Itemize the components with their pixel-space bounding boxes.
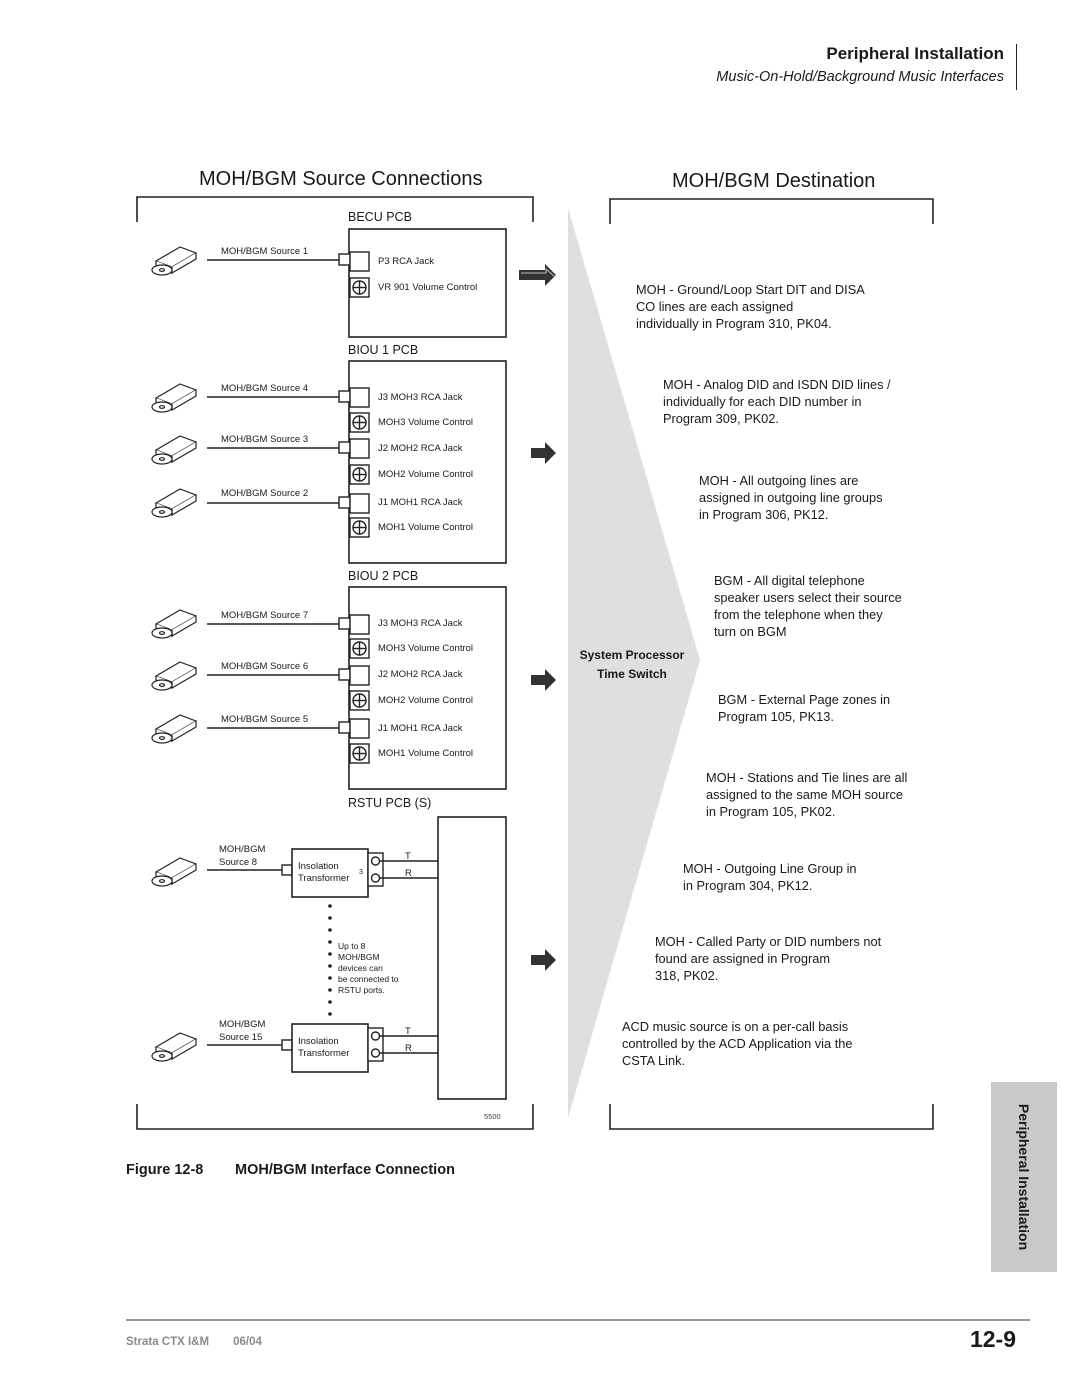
destination-item: MOH - Outgoing Line Group in in Program … (683, 861, 857, 893)
section-subtitle: Music-On-Hold/Background Music Interface… (716, 69, 1004, 85)
volume-label: MOH2 Volume Control (378, 695, 474, 706)
jack-label: J3 MOH3 RCA Jack (378, 392, 463, 403)
section-title: Peripheral Installation (826, 44, 1004, 63)
transformer-label: Insolation (298, 1036, 339, 1047)
jack-label: J2 MOH2 RCA Jack (378, 443, 463, 454)
system-processor-label: System Processor Time Switch (579, 648, 685, 681)
dest-bracket-bottom (609, 1104, 934, 1130)
time-switch-funnel (568, 208, 700, 1118)
volume-label: VR 901 Volume Control (378, 282, 478, 293)
becu-pcb-box (348, 228, 507, 338)
header-rule (1016, 44, 1017, 90)
figure-title: MOH/BGM Interface Connection (235, 1162, 455, 1178)
source-label: MOH/BGM Source 3 (221, 434, 309, 445)
transformer-box-8 (291, 848, 369, 898)
source-label: MOH/BGM Source 5 (221, 714, 309, 725)
volume-label: MOH3 Volume Control (378, 643, 474, 654)
volume-label: MOH2 Volume Control (378, 469, 474, 480)
page-number: 12-9 (969, 1326, 1016, 1352)
rstu-pcb-title: RSTU PCB (S) (348, 796, 432, 810)
source-label: MOH/BGM Source 7 (221, 610, 309, 621)
biou2-pcb-title: BIOU 2 PCB (348, 569, 419, 583)
ring-label: R (405, 868, 412, 879)
volume-label: MOH1 Volume Control (378, 522, 474, 533)
tip-label: T (405, 1026, 411, 1037)
jack-label: J1 MOH1 RCA Jack (378, 497, 463, 508)
biou2-pcb-box (348, 586, 507, 790)
arrow-icon (531, 669, 556, 691)
biou1-pcb-box (348, 360, 507, 564)
figure-caption: Figure 12-8 MOH/BGM Interface Connection (126, 1162, 455, 1178)
rstu-note: Up to 8 MOH/BGM devices can be connected… (338, 941, 399, 995)
jack-label: J1 MOH1 RCA Jack (378, 723, 463, 734)
transformer-label: Transformer (298, 1048, 350, 1059)
transformer-box-15 (291, 1023, 369, 1073)
footer-date: 06/04 (233, 1336, 262, 1348)
source-label: MOH/BGM Source 4 (221, 383, 309, 394)
jack-label: J3 MOH3 RCA Jack (378, 618, 463, 629)
ring-label: R (405, 1043, 412, 1054)
destination-item: BGM - All digital telephone speaker user… (714, 573, 902, 639)
rstu-pcb-box (437, 816, 507, 1100)
jack-label: J2 MOH2 RCA Jack (378, 669, 463, 680)
destination-item: MOH - All outgoing lines are assigned in… (699, 473, 883, 522)
source-label: Source 8 (219, 857, 258, 868)
destination-item: MOH - Stations and Tie lines are all ass… (706, 770, 908, 819)
source-label: Source 15 (219, 1032, 263, 1043)
destination-item: MOH - Called Party or DID numbers not fo… (655, 934, 882, 983)
arrow-icon (531, 442, 556, 464)
volume-knob-icon (349, 277, 370, 764)
footer-rule (126, 1319, 1030, 1321)
biou1-pcb-title: BIOU 1 PCB (348, 343, 419, 357)
source-bracket-bottom (136, 1104, 534, 1130)
volume-label: MOH3 Volume Control (378, 417, 474, 428)
source-label: MOH/BGM Source 6 (221, 661, 309, 672)
footer-doc-title: Strata CTX I&M (126, 1336, 210, 1348)
source-bracket-top (136, 196, 534, 222)
figure-number: Figure 12-8 (126, 1162, 204, 1178)
arrow-icon (531, 949, 556, 971)
chapter-side-tab-label: Peripheral Installation (1016, 1103, 1032, 1251)
source-label: MOH/BGM (219, 844, 266, 855)
transformer-label: Transformer (298, 873, 350, 884)
chapter-side-tab[interactable]: Peripheral Installation (991, 1082, 1057, 1272)
destination-title: MOH/BGM Destination (672, 170, 876, 192)
destination-item: BGM - External Page zones in Program 105… (718, 692, 891, 724)
tr-lines (380, 860, 438, 1054)
source-connections-title: MOH/BGM Source Connections (199, 168, 483, 190)
rca-jack-icon (281, 253, 351, 1051)
figure-code: 5500 (484, 1112, 501, 1121)
source-leader-lines (207, 259, 339, 1046)
terminal-icon (367, 852, 384, 1062)
becu-pcb-title: BECU PCB (348, 210, 412, 224)
destination-item: MOH - Analog DID and ISDN DID lines / in… (663, 377, 891, 426)
arrow-icon (519, 264, 556, 286)
ellipsis-dots (328, 904, 332, 1016)
source-label: MOH/BGM Source 2 (221, 488, 309, 499)
cd-player-icon (151, 246, 198, 1062)
jack-label: P3 RCA Jack (378, 256, 434, 267)
destination-item: ACD music source is on a per-call basis … (622, 1019, 853, 1068)
source-label: MOH/BGM (219, 1019, 266, 1030)
destination-item: MOH - Ground/Loop Start DIT and DISA CO … (636, 282, 865, 331)
footer: Strata CTX I&M 06/04 (126, 1336, 286, 1348)
footnote-mark: 3 (359, 869, 363, 876)
tip-label: T (405, 851, 411, 862)
dest-bracket-top (609, 198, 934, 224)
source-label: MOH/BGM Source 1 (221, 246, 309, 257)
volume-label: MOH1 Volume Control (378, 748, 474, 759)
transformer-label: Insolation (298, 861, 339, 872)
